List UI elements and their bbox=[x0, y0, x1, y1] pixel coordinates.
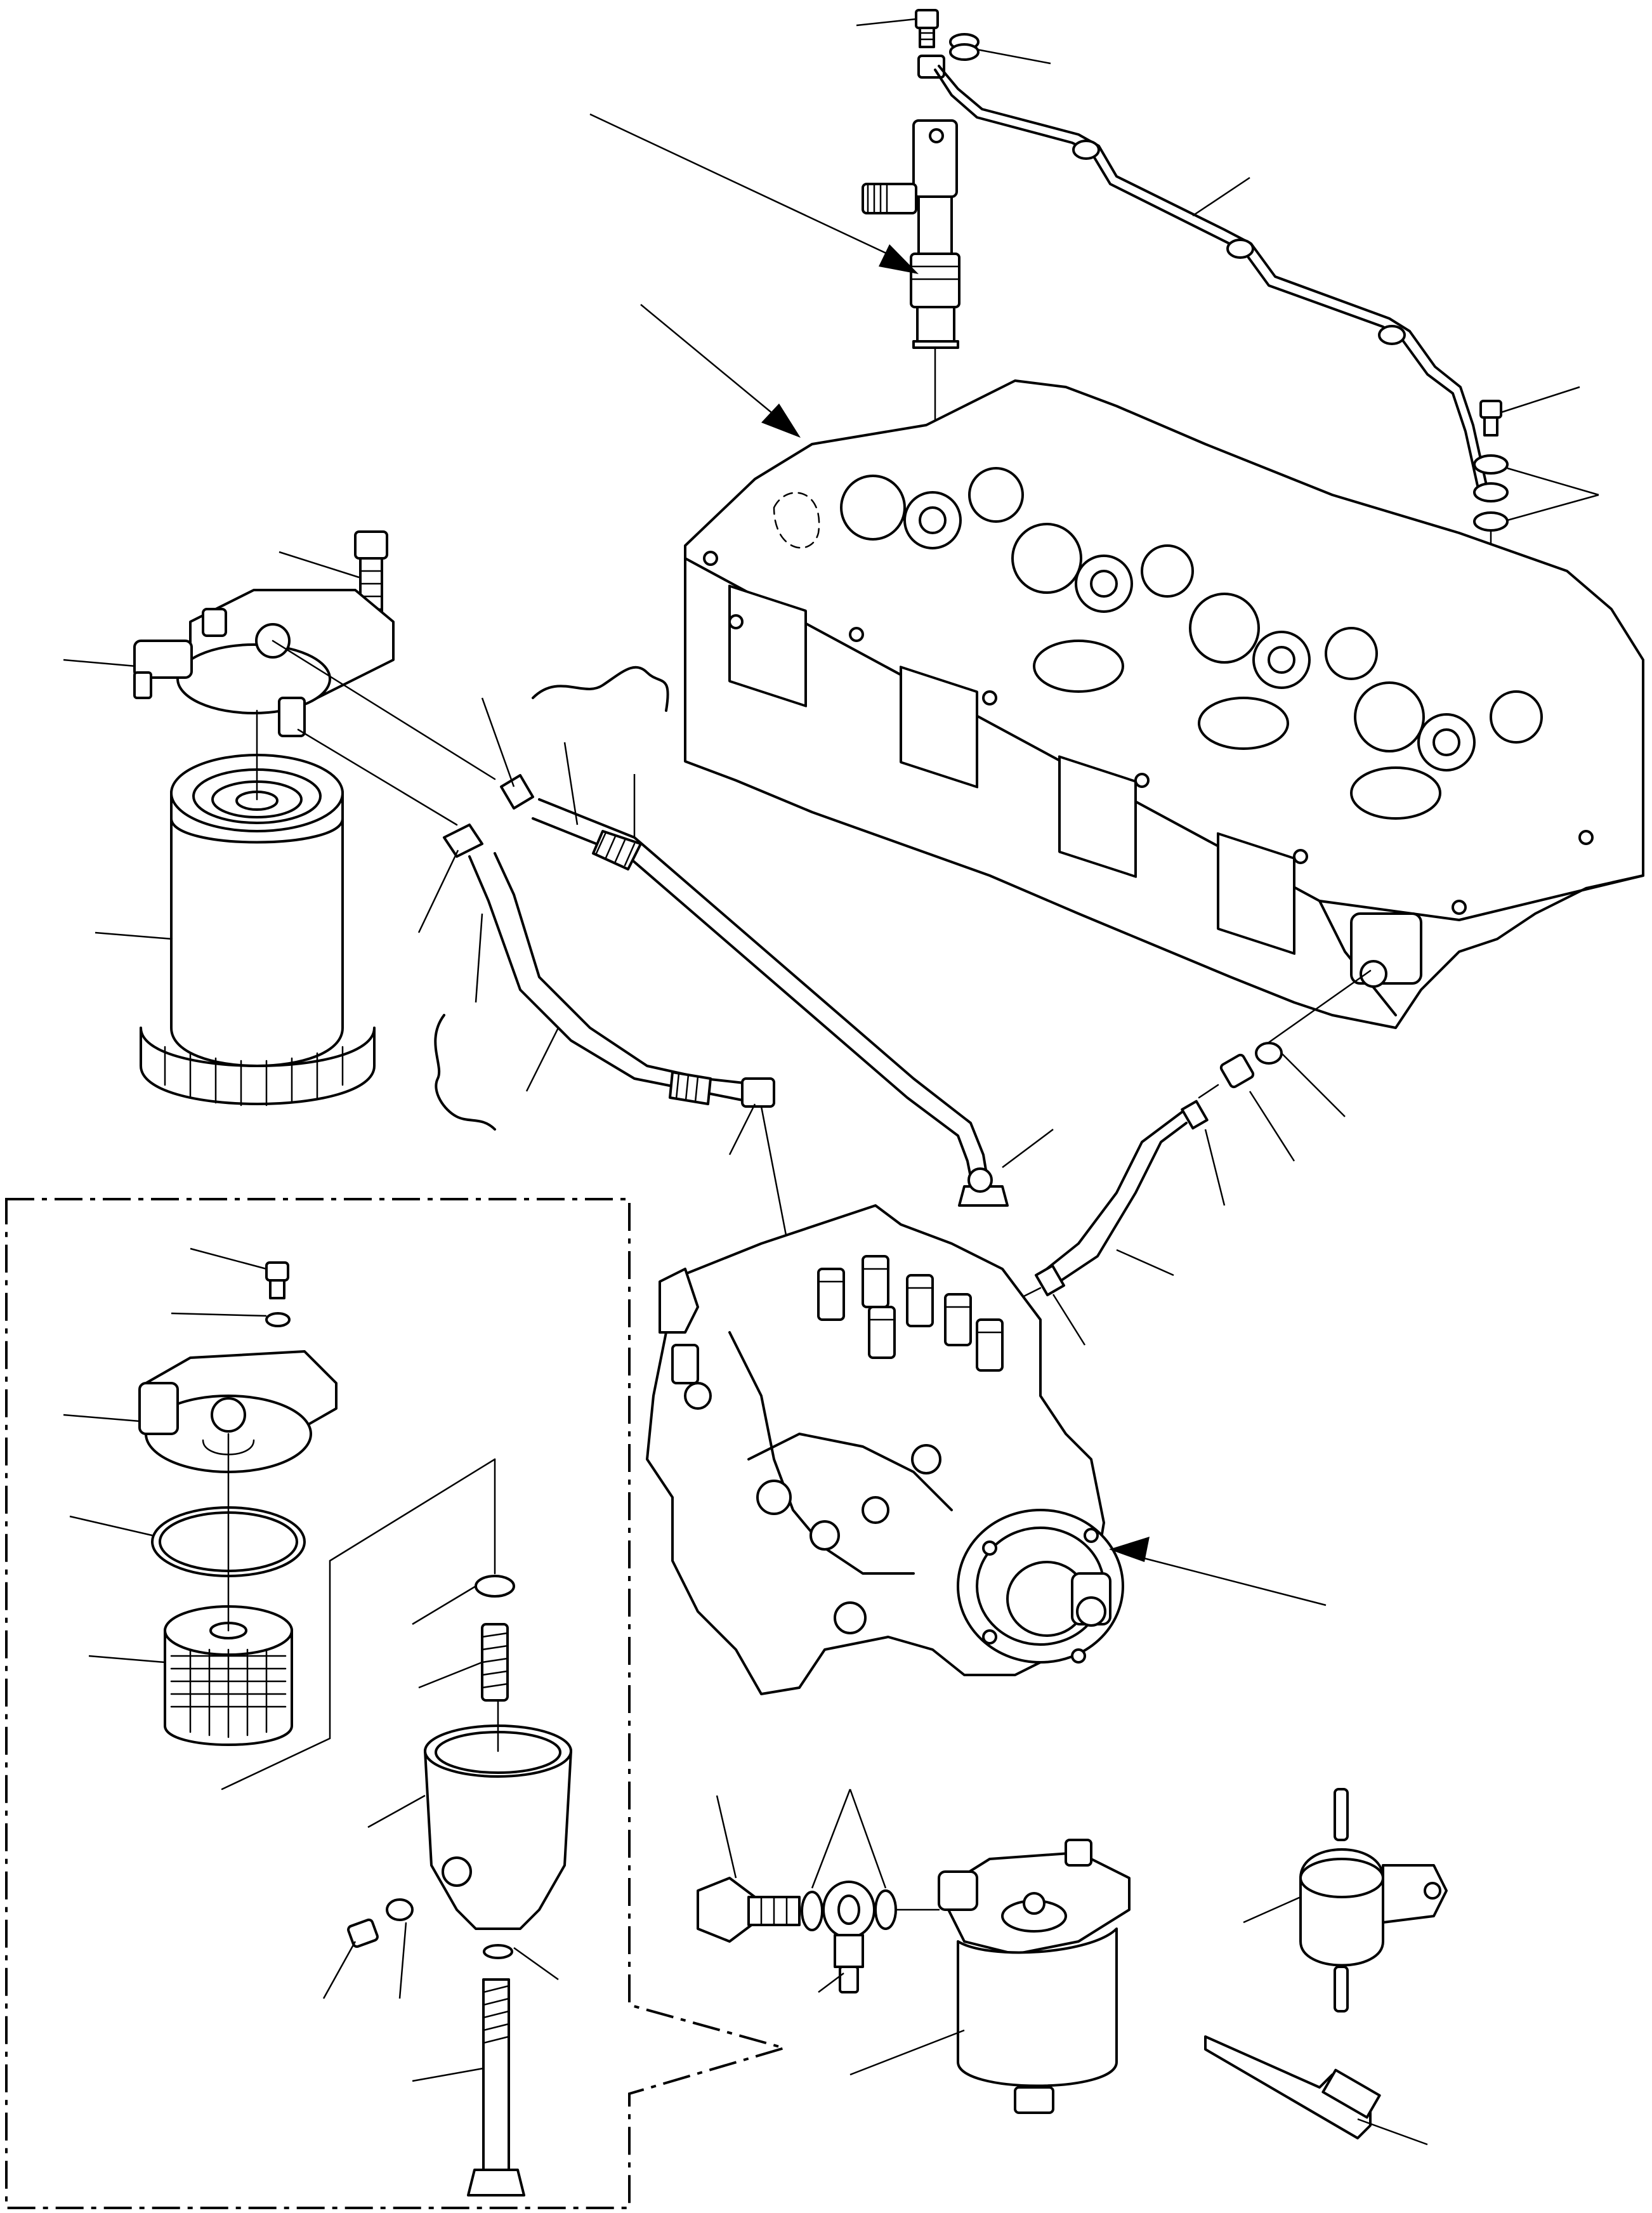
electric-fuel-pump bbox=[1299, 1788, 1448, 2013]
inset-frame bbox=[5, 1198, 789, 2209]
inset-parts bbox=[138, 1261, 572, 2197]
leaders-return bbox=[1052, 1053, 1346, 1346]
sedimenter-assembly bbox=[938, 1839, 1131, 2114]
banjo-bolt-assembly bbox=[697, 1877, 940, 1993]
cylinder-head bbox=[684, 379, 1644, 1029]
brace-lower bbox=[434, 1014, 496, 1131]
leaders-hoses bbox=[417, 697, 1054, 1168]
injector-bolt bbox=[915, 9, 939, 48]
reference-arrows-top bbox=[589, 113, 919, 438]
leaders-filter bbox=[63, 551, 360, 940]
injector-assembly bbox=[862, 9, 1509, 832]
reference-arrow-pump bbox=[1109, 1537, 1327, 1606]
leaders-top bbox=[856, 18, 1599, 522]
injector-nozzle bbox=[862, 55, 960, 349]
brace-upper bbox=[532, 666, 669, 712]
fuel-filter-head bbox=[133, 530, 395, 737]
fuel-filter-cartridge bbox=[140, 709, 376, 1106]
leaders-bottom-center bbox=[716, 1789, 965, 2076]
leaders-inset bbox=[63, 1247, 559, 2082]
fuel-hose-upper bbox=[272, 640, 1009, 1207]
mounting-bracket bbox=[1204, 2035, 1381, 2139]
fuel-injection-pump bbox=[646, 1204, 1124, 1695]
return-line bbox=[1001, 969, 1372, 1308]
leak-off-bolt bbox=[1473, 400, 1509, 532]
injector-washers bbox=[949, 33, 980, 61]
leaders-bottom-right bbox=[1243, 1896, 1428, 2146]
